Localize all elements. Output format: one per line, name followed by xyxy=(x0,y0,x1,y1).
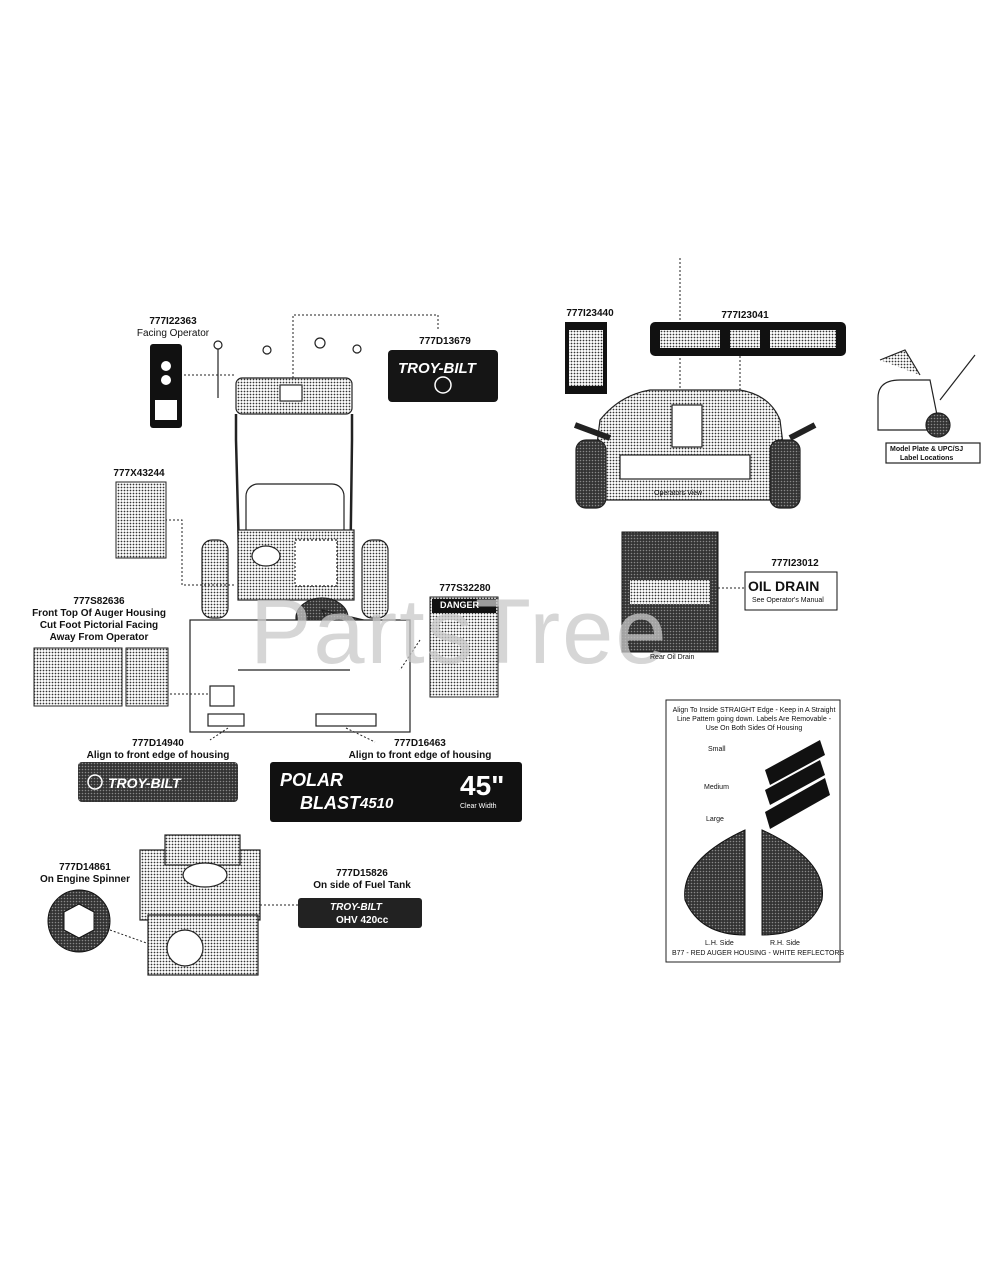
label-code: 777I23041 xyxy=(721,310,769,321)
danger-text: DANGER xyxy=(440,600,480,610)
label-777i23440: 777I23440 xyxy=(560,308,620,320)
ohv-text: OHV 420cc xyxy=(336,915,389,926)
label-777i22363: 777I22363 Facing Operator xyxy=(118,316,228,340)
decal-777i23041 xyxy=(650,322,846,356)
troy-bilt-housing-text: TROY-BILT xyxy=(108,775,181,791)
operators-view-caption: Operators View xyxy=(654,490,703,497)
reflector-right-side: R.H. Side xyxy=(770,940,800,947)
polar-text: POLAR xyxy=(280,770,343,790)
reflector-small-label: Small xyxy=(708,746,726,753)
label-777d13679: 777D13679 xyxy=(395,336,495,348)
width-sub-text: Clear Width xyxy=(460,803,497,810)
label-code: 777D14861 xyxy=(59,862,111,873)
rear-oil-drain-caption: Rear Oil Drain xyxy=(650,654,695,661)
decal-777d14940 xyxy=(78,762,238,802)
reflector-instruction: Align To Inside STRAIGHT Edge - Keep in … xyxy=(672,707,836,732)
troy-bilt-logo-text: TROY-BILT xyxy=(398,360,476,377)
label-777i23041: 777I23041 xyxy=(700,310,790,322)
decal-777d13679 xyxy=(388,350,498,402)
label-code: 777X43244 xyxy=(113,468,165,479)
decal-777s82636 xyxy=(33,647,169,707)
label-locations-caption: Label Locations xyxy=(900,455,954,462)
label-777d15826: 777D15826 On side of Fuel Tank xyxy=(300,868,424,892)
label-desc: Facing Operator xyxy=(136,328,210,339)
label-desc: Align to front edge of housing xyxy=(348,750,492,761)
label-code: 777I23012 xyxy=(771,558,819,569)
snowblower-side-view xyxy=(877,349,981,464)
decal-777x43244 xyxy=(115,481,167,559)
reflector-left-side: L.H. Side xyxy=(705,940,734,947)
label-desc-3: Away From Operator xyxy=(49,632,149,643)
oil-drain-sub-text: See Operator's Manual xyxy=(752,597,824,604)
width-text: 45" xyxy=(460,770,505,801)
label-777d14940: 777D14940 Align to front edge of housing xyxy=(78,738,238,762)
label-desc: On Engine Spinner xyxy=(39,874,130,885)
label-777i23012: 777I23012 xyxy=(755,558,835,570)
engine-drawing xyxy=(139,834,261,976)
label-code: 777D16463 xyxy=(394,738,446,749)
reflector-panel xyxy=(665,699,841,963)
label-777x43244: 777X43244 xyxy=(94,468,184,480)
label-desc-2: Cut Foot Pictorial Facing xyxy=(39,620,159,631)
label-code: 777S32280 xyxy=(439,583,491,594)
fuel-tank-troy-bilt-text: TROY-BILT xyxy=(330,902,382,913)
model-plate-caption: Model Plate & UPC/SJ xyxy=(890,446,964,453)
reflector-footer: B77 - RED AUGER HOUSING - WHITE REFLECTO… xyxy=(672,950,845,957)
label-code: 777D13679 xyxy=(419,336,471,347)
model-number-text: 4510 xyxy=(360,795,394,812)
reflector-large-label: Large xyxy=(706,816,724,823)
label-code: 777I22363 xyxy=(149,316,197,327)
label-desc: On side of Fuel Tank xyxy=(313,880,411,891)
decal-777i22363 xyxy=(150,344,182,428)
label-desc-1: Front Top Of Auger Housing xyxy=(32,608,166,619)
decal-777i23440 xyxy=(565,322,607,394)
decal-777d15826 xyxy=(298,898,422,928)
label-desc: Align to front edge of housing xyxy=(86,750,230,761)
label-code: 777S82636 xyxy=(73,596,125,607)
reflector-medium-label: Medium xyxy=(704,784,729,791)
watermark: PartsTree xyxy=(250,581,669,683)
snowblower-top-view xyxy=(189,337,411,733)
label-777d16463: 777D16463 Align to front edge of housing xyxy=(330,738,510,762)
label-code: 777I23440 xyxy=(566,308,614,319)
label-777s32280: 777S32280 xyxy=(420,583,510,595)
label-777s82636: 777S82636 Front Top Of Auger Housing Cut… xyxy=(24,596,174,644)
oil-drain-text: OIL DRAIN xyxy=(748,578,820,594)
blast-text: BLAST xyxy=(300,793,360,813)
decal-777d16463 xyxy=(270,762,522,822)
oil-drain-photo xyxy=(621,531,838,653)
decal-777d14861 xyxy=(47,889,111,953)
decal-777s32280 xyxy=(429,596,499,698)
label-code: 777D14940 xyxy=(132,738,184,749)
operators-view-drawing xyxy=(573,389,817,509)
label-code: 777D15826 xyxy=(336,868,388,879)
label-777d14861: 777D14861 On Engine Spinner xyxy=(30,862,140,886)
